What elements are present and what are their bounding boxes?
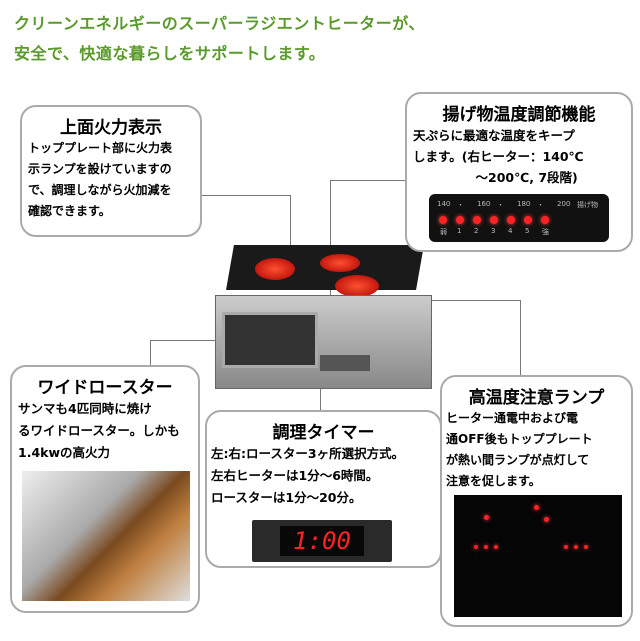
panel-scale-label: ・ [457, 201, 464, 209]
connector [520, 300, 521, 378]
roaster-photo [22, 471, 190, 601]
heat-level-label: 4 [508, 227, 513, 235]
feature-high-temp-warning: 高温度注意ランプ ヒーター通電中および電 通OFF後もトッププレート が熱い間ラ… [440, 375, 633, 627]
feature-title: 上面火力表示 [60, 118, 162, 138]
heat-level-led [507, 216, 515, 224]
cooktop-image [210, 240, 435, 390]
feature-wide-roaster: ワイドロースター サンマも4匹同時に焼け るワイドロースター。しかも 1.4kw… [10, 365, 200, 613]
warning-lamp-photo [454, 495, 622, 617]
feature-text: 左:右:ロースター3ヶ所選択方式。 左右ヒーターは1分～6時間。 ロースターは1… [211, 446, 405, 505]
heat-level-label: 5 [525, 227, 530, 235]
panel-scale-label: 200 [557, 200, 571, 208]
heat-level-label: 強 [542, 228, 549, 236]
panel-scale-label: 揚げ物 [577, 201, 598, 209]
feature-text: サンマも4匹同時に焼け るワイドロースター。しかも 1.4kwの高火力 [18, 401, 180, 460]
temperature-panel: 140 ・ 160 ・ 180 ・ 200 揚げ物弱 1 2 3 4 5 強 [429, 194, 609, 242]
heat-level-led [490, 216, 498, 224]
panel-scale-label: 140 [437, 200, 451, 208]
feature-top-heat-display: 上面火力表示 トッププレート部に火力表 示ランプを設けていますの で、調理しなが… [20, 105, 202, 237]
feature-text: ヒーター通電中および電 通OFF後もトッププレート が熱い間ランプが点灯して 注… [446, 411, 593, 488]
panel-scale-label: ・ [537, 201, 544, 209]
connector [330, 180, 405, 181]
feature-text: 天ぷらに最適な温度をキープ します。(右ヒーター：140℃ ～200℃, 7段階… [413, 128, 584, 185]
panel-scale-label: 160 [477, 200, 491, 208]
feature-title: ワイドロースター [37, 378, 173, 398]
feature-fry-temperature: 揚げ物温度調節機能 天ぷらに最適な温度をキープ します。(右ヒーター：140℃ … [405, 92, 633, 252]
connector [200, 195, 290, 196]
heat-level-label: 3 [491, 227, 496, 235]
feature-cooking-timer: 調理タイマー 左:右:ロースター3ヶ所選択方式。 左右ヒーターは1分～6時間。 … [205, 410, 442, 568]
heat-level-led [456, 216, 464, 224]
timer-panel: 1:00 [252, 520, 392, 562]
headline-1: クリーンエネルギーのスーパーラジエントヒーターが、 [14, 14, 425, 33]
connector [150, 340, 220, 341]
connector [330, 180, 331, 295]
heat-level-led [439, 216, 447, 224]
headline-2: 安全で、快適な暮らしをサポートします。 [14, 44, 326, 63]
connector [320, 380, 321, 412]
feature-title: 揚げ物温度調節機能 [442, 105, 596, 125]
heat-level-led [541, 216, 549, 224]
panel-scale-label: 180 [517, 200, 531, 208]
feature-text: トッププレート部に火力表 示ランプを設けていますの で、調理しながら火加減を 確… [28, 141, 173, 218]
heat-level-label: 1 [457, 227, 462, 235]
heat-level-led [473, 216, 481, 224]
heat-level-label: 弱 [440, 228, 447, 236]
connector [150, 340, 151, 370]
feature-title: 調理タイマー [272, 423, 375, 443]
feature-title: 高温度注意ランプ [468, 388, 605, 408]
heat-level-label: 2 [474, 227, 479, 235]
connector [290, 195, 291, 275]
panel-scale-label: ・ [497, 201, 504, 209]
timer-display: 1:00 [280, 526, 364, 556]
heat-level-led [524, 216, 532, 224]
